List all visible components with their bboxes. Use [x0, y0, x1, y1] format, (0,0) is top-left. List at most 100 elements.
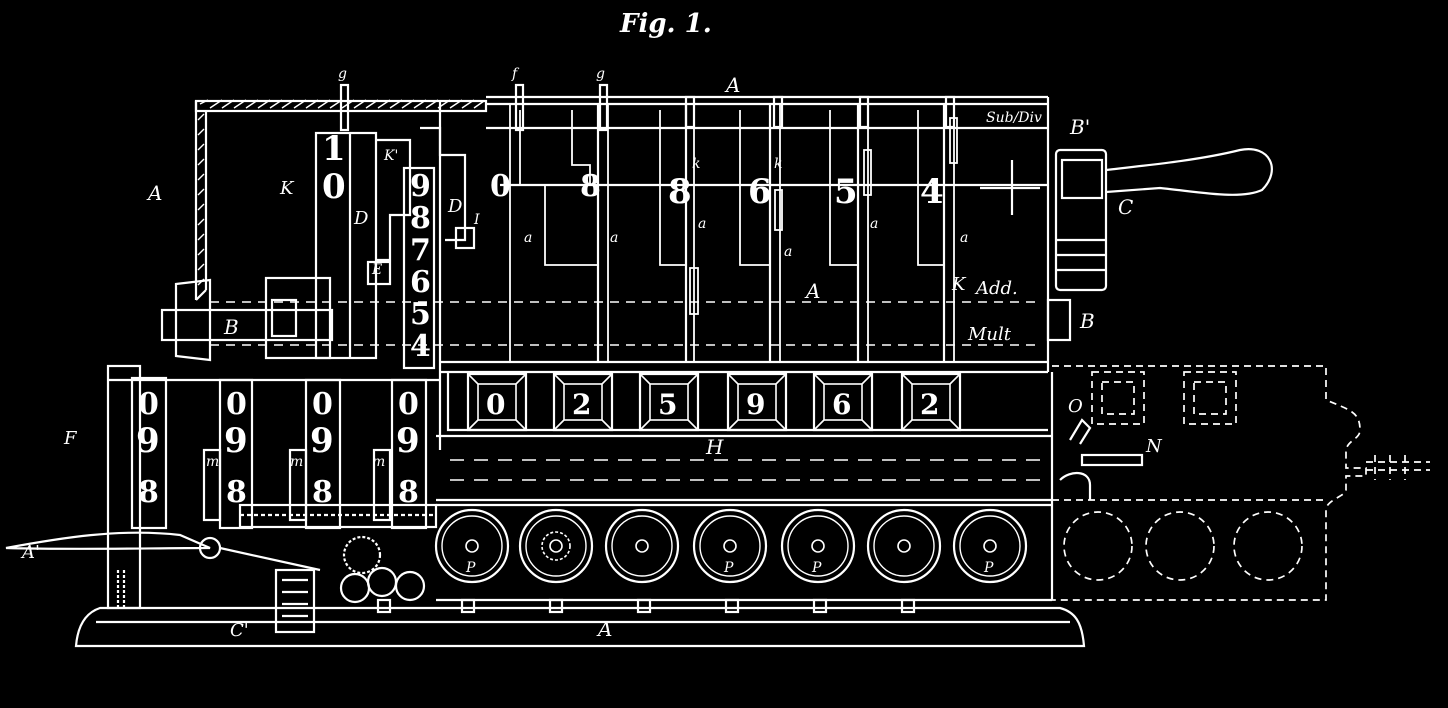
wheel-label: P — [723, 560, 734, 576]
label-B-prime: B' — [1069, 115, 1090, 139]
label-k1: k — [692, 156, 700, 172]
result-window: 5 — [638, 372, 700, 432]
label-F: F — [63, 428, 78, 449]
left-wheel-bot: 8 — [138, 475, 159, 510]
label-a2: a — [610, 230, 618, 246]
result-window: 0 — [466, 372, 528, 432]
scale-digit: 6 — [410, 265, 431, 300]
left-wheel-top: 0 — [138, 387, 159, 422]
rack-bars — [509, 104, 958, 362]
result-window: 9 — [726, 372, 788, 432]
bracket — [1059, 418, 1144, 500]
result-digit: 2 — [920, 388, 939, 421]
upper-dial-2: 8 — [580, 169, 601, 204]
label-D1: D — [353, 208, 369, 229]
counter-wheel — [866, 508, 942, 584]
label-B: B — [223, 315, 239, 339]
lever — [5, 531, 321, 572]
label-k2: k — [774, 156, 782, 172]
result-digit: 6 — [832, 388, 851, 421]
left-wheel-top: 0 — [226, 387, 247, 422]
gears — [274, 535, 426, 634]
scale-digit: 5 — [410, 297, 431, 332]
result-windows: 0 2 5 9 6 2 — [466, 372, 962, 432]
left-dial-column — [314, 126, 476, 360]
label-m3: m — [372, 454, 385, 470]
label-A-top: A — [724, 73, 740, 97]
label-E: E — [371, 262, 382, 278]
label-B-right: B — [1079, 309, 1095, 333]
result-digit: 5 — [658, 388, 677, 421]
wheel-label: P — [983, 560, 994, 576]
left-wheel-mid: 9 — [310, 421, 334, 461]
label-m1: m — [206, 454, 219, 470]
figure-title: Fig. 1. — [619, 9, 712, 39]
label-A-prime: A' — [20, 542, 40, 563]
result-window: 2 — [552, 372, 614, 432]
counter-wheel: P — [434, 508, 510, 584]
counter-wheel: P — [952, 508, 1028, 584]
crank-assembly — [980, 148, 1273, 342]
upper-dial-0: 0 — [322, 167, 346, 207]
scale-digit: 7 — [410, 233, 431, 268]
lower-body — [436, 372, 1054, 602]
label-sub-div: Sub/Div — [986, 110, 1042, 126]
vertical-scale — [402, 166, 436, 370]
counter-wheel — [604, 508, 680, 584]
left-wheel-top: 0 — [312, 387, 333, 422]
label-a1: a — [524, 230, 532, 246]
left-wheel-mid: 9 — [396, 421, 420, 461]
upper-dial-6: 4 — [920, 172, 944, 212]
base — [74, 570, 1086, 648]
result-digit: 9 — [746, 388, 765, 421]
label-g1: g — [338, 66, 347, 82]
wheel-label: P — [811, 560, 822, 576]
label-a4: a — [784, 244, 792, 260]
upper-dial-top: 1 — [322, 129, 346, 169]
scale-digit: 9 — [410, 169, 431, 204]
wheel-label: P — [465, 560, 476, 576]
label-C: C — [1118, 195, 1133, 219]
upper-dial-1: 0 — [490, 169, 511, 204]
left-wheel-bot: 8 — [226, 475, 247, 510]
scale-digit: 8 — [410, 201, 431, 236]
upper-dial-5: 5 — [834, 172, 858, 212]
label-D2: D — [447, 196, 463, 217]
left-wheel-mid: 9 — [224, 421, 248, 461]
label-A-left: A — [146, 181, 162, 205]
left-frame — [106, 364, 440, 610]
scale-digit: 4 — [410, 329, 431, 364]
result-window: 6 — [812, 372, 874, 432]
result-window: 2 — [900, 372, 962, 432]
label-g2: g — [596, 66, 605, 82]
label-add: Add. — [974, 278, 1018, 299]
label-O: O — [1068, 396, 1083, 417]
left-wheel-bot: 8 — [312, 475, 333, 510]
label-I: I — [473, 212, 480, 228]
label-a6: a — [960, 230, 968, 246]
label-K2: K — [951, 274, 967, 295]
label-C-prime: C' — [230, 620, 249, 641]
left-wheel-bot: 8 — [398, 475, 419, 510]
label-a5: a — [870, 216, 878, 232]
label-m2: m — [290, 454, 303, 470]
label-f1: f — [511, 66, 520, 82]
label-mult: Mult — [967, 324, 1012, 345]
dashed-extension — [1052, 365, 1430, 601]
upper-dial-4: 6 — [748, 172, 772, 212]
counter-wheel: P — [692, 508, 768, 584]
label-K1: K — [279, 178, 295, 199]
label-K-upper: K' — [383, 148, 398, 164]
shaft-boss — [160, 276, 334, 362]
label-a3: a — [698, 216, 706, 232]
label-N: N — [1145, 436, 1163, 457]
top-pins — [339, 83, 956, 132]
label-A-middle: A — [804, 279, 820, 303]
counter-wheel: P — [780, 508, 856, 584]
result-digit: 2 — [572, 388, 591, 421]
label-H: H — [705, 435, 724, 459]
label-A-base: A — [596, 617, 612, 641]
